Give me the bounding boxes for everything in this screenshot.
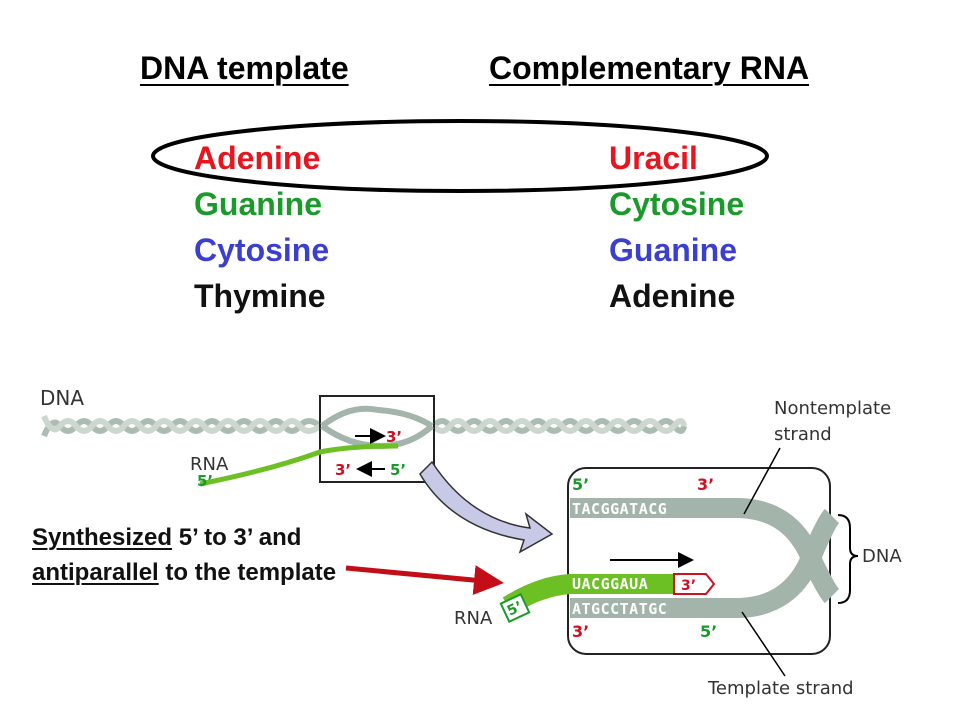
rna-label-zoom: RNA [454, 608, 493, 629]
dna-base-cytosine: Cytosine [194, 232, 330, 268]
zoom-top-3-label: 3’ [697, 475, 714, 494]
rna-base-adenine: Adenine [609, 278, 736, 314]
nontemplate-label-line1: Nontemplate [774, 398, 891, 419]
zoom-rna-5-label: 5’ [505, 599, 525, 620]
callout-arrow [345, 565, 504, 596]
dna-brace [837, 514, 859, 604]
template-strand-label: Template strand [707, 678, 854, 699]
dna-label: DNA [40, 386, 84, 410]
zoom-rna-3-label: 3’ [681, 578, 696, 594]
zoom-box [567, 467, 831, 655]
dna-helix-right [431, 418, 687, 434]
dna-base-thymine: Thymine [194, 278, 326, 314]
dna-helix-left [41, 414, 322, 438]
rna-label-small: RNA [190, 454, 229, 475]
dna-template-header: DNA template [140, 50, 349, 86]
synthesis-note: Synthesized 5’ to 3’ and antiparallel to… [32, 520, 412, 590]
direction-text: 5’ to 3’ and [172, 524, 302, 551]
rna-strand-small [199, 443, 399, 487]
small-bottom-5-label: 5’ [390, 461, 406, 479]
small-top-3-label: 3’ [386, 428, 402, 446]
dna-base-adenine: Adenine [194, 140, 321, 176]
magnify-arrow [419, 460, 554, 554]
small-bottom-3-label: 3’ [335, 461, 351, 479]
complementary-rna-header: Complementary RNA [489, 50, 810, 86]
zoom-bottom-5-label: 5’ [700, 622, 717, 641]
dna-base-guanine: Guanine [194, 186, 323, 222]
rna-base-uracil: Uracil [609, 140, 698, 176]
small-rna-5-label: 5’ [197, 472, 213, 490]
zoom-bottom-3-label: 3’ [572, 622, 589, 641]
top-sequence: TACGGATACG [572, 500, 667, 518]
dna-brace-label: DNA [862, 546, 902, 567]
antiparallel-word: antiparallel [32, 559, 159, 586]
zoom-top-5-label: 5’ [572, 475, 589, 494]
synthesized-word: Synthesized [32, 524, 173, 551]
rna-base-cytosine: Cytosine [609, 186, 745, 222]
bottom-sequence: ATGCCTATGC [572, 600, 667, 618]
nontemplate-label-line2: strand [774, 424, 832, 445]
rna-base-guanine: Guanine [609, 232, 738, 268]
rna-sequence: UACGGAUA [572, 575, 648, 593]
rest-text: to the template [158, 559, 337, 586]
